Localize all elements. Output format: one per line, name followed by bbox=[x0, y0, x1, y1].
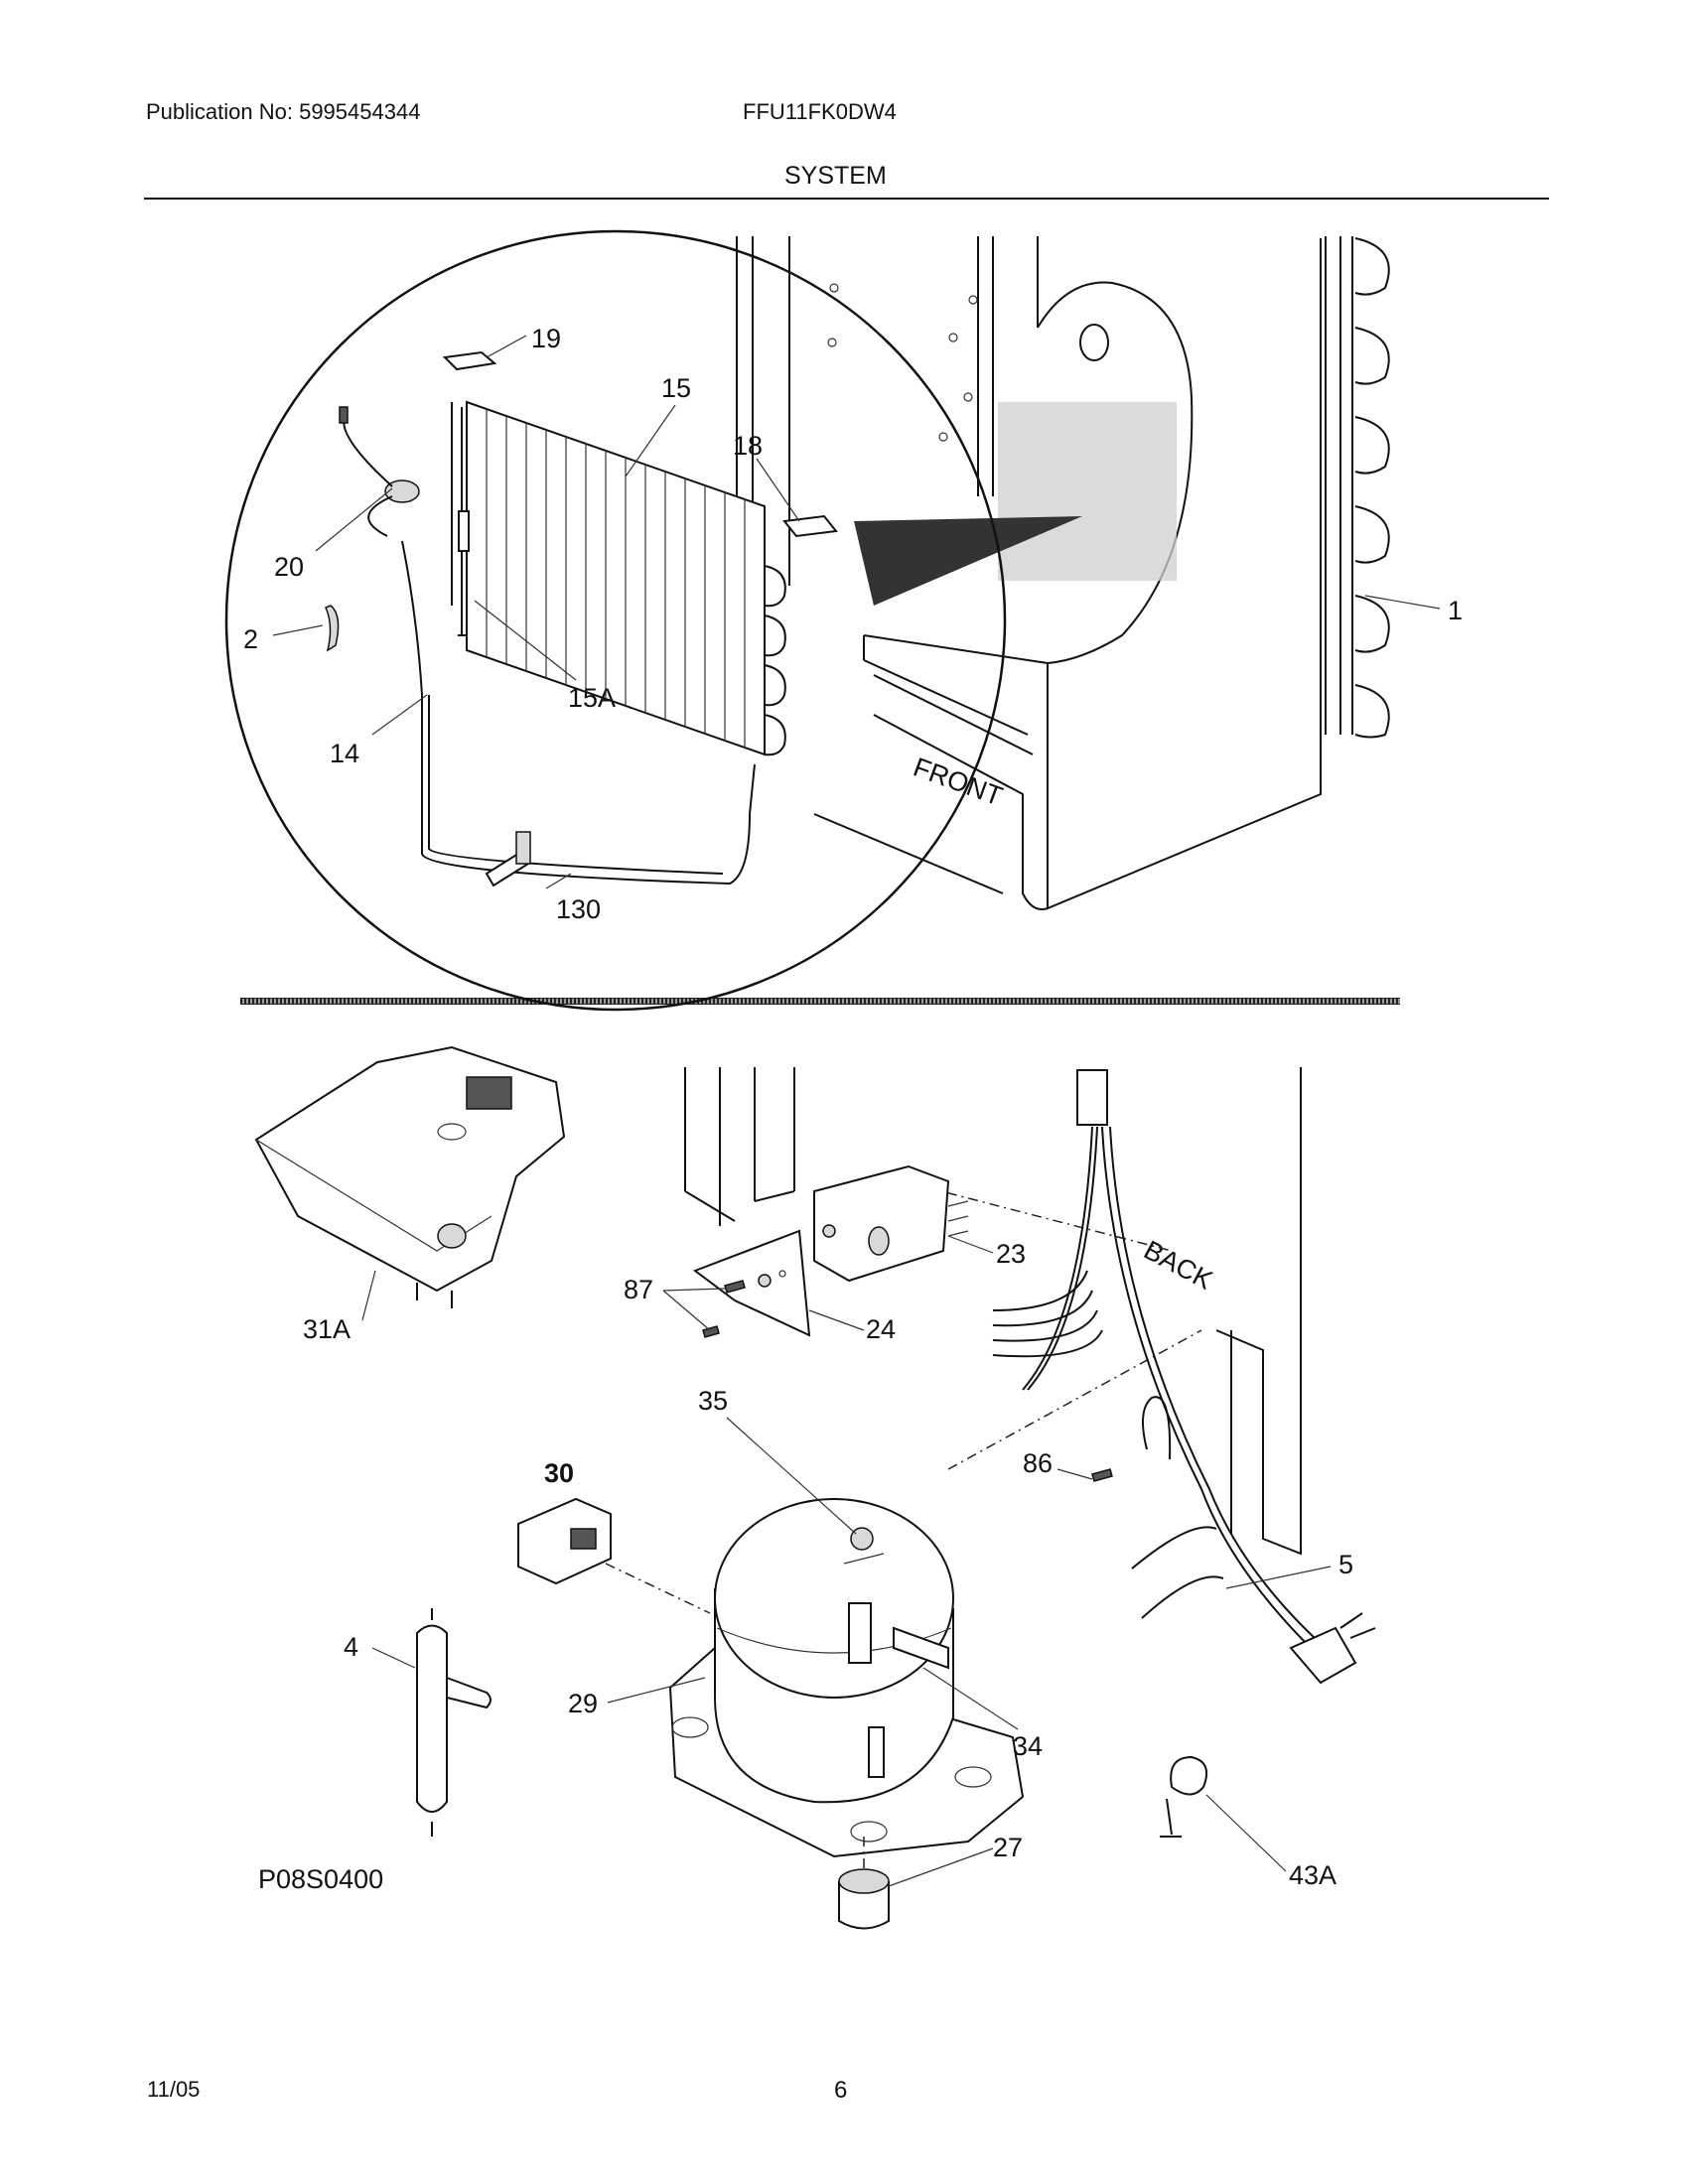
callout-35: 35 bbox=[698, 1386, 728, 1416]
evaporator bbox=[451, 400, 786, 756]
callout-86: 86 bbox=[1023, 1448, 1053, 1478]
cabinet-back bbox=[684, 1067, 1302, 1556]
screws-87 bbox=[702, 1280, 746, 1338]
callout-43a: 43A bbox=[1289, 1860, 1336, 1890]
callout-4: 4 bbox=[344, 1632, 358, 1662]
callout-14: 14 bbox=[330, 739, 359, 768]
compressor bbox=[668, 1498, 1025, 1858]
page-number: 6 bbox=[834, 2077, 848, 2104]
front-label: FRONT bbox=[910, 751, 1007, 811]
callout-27: 27 bbox=[993, 1833, 1023, 1862]
section-title: SYSTEM bbox=[784, 162, 887, 190]
back-label: BACK bbox=[1139, 1235, 1217, 1296]
header-rule bbox=[144, 198, 1549, 200]
drain-pan bbox=[254, 1045, 566, 1308]
evaporator-cover-left bbox=[442, 350, 497, 371]
clamp-43a bbox=[1160, 1755, 1207, 1838]
start-relay bbox=[517, 1497, 612, 1585]
model-number: FFU11FK0DW4 bbox=[743, 99, 897, 124]
callout-20: 20 bbox=[274, 552, 304, 582]
callout-5: 5 bbox=[1338, 1550, 1353, 1579]
callout-29: 29 bbox=[568, 1689, 598, 1718]
footer-date: 11/05 bbox=[147, 2077, 201, 2102]
cabinet-interior bbox=[736, 236, 1390, 910]
callout-31a: 31A bbox=[303, 1314, 351, 1344]
publication-number: Publication No: 5995454344 bbox=[146, 99, 421, 124]
callout-19: 19 bbox=[531, 324, 561, 353]
diagram-code: P08S0400 bbox=[258, 1864, 384, 1894]
drier bbox=[416, 1608, 492, 1837]
defrost-timer bbox=[813, 1164, 969, 1283]
evaporator-cover-right bbox=[782, 514, 838, 538]
screw-86 bbox=[1091, 1468, 1113, 1482]
callout-87: 87 bbox=[624, 1275, 653, 1304]
callout-15: 15 bbox=[661, 373, 691, 403]
callout-23: 23 bbox=[996, 1239, 1026, 1269]
defrost-thermostat bbox=[339, 406, 420, 537]
callout-30: 30 bbox=[544, 1458, 574, 1488]
callout-34: 34 bbox=[1013, 1731, 1043, 1761]
callout-130: 130 bbox=[556, 894, 601, 924]
callout-15a: 15A bbox=[568, 683, 616, 713]
clip-2 bbox=[324, 605, 340, 652]
timer-bracket bbox=[692, 1229, 811, 1337]
detail-magnifier-circle bbox=[224, 229, 1007, 1012]
section-divider bbox=[240, 998, 1400, 1005]
callout-1: 1 bbox=[1448, 596, 1463, 625]
callout-2: 2 bbox=[243, 624, 258, 654]
probe-130 bbox=[485, 831, 531, 887]
callout-18: 18 bbox=[733, 431, 763, 461]
callout-24: 24 bbox=[866, 1314, 896, 1344]
power-harness bbox=[992, 1069, 1376, 1685]
grommet-27 bbox=[838, 1868, 890, 1930]
